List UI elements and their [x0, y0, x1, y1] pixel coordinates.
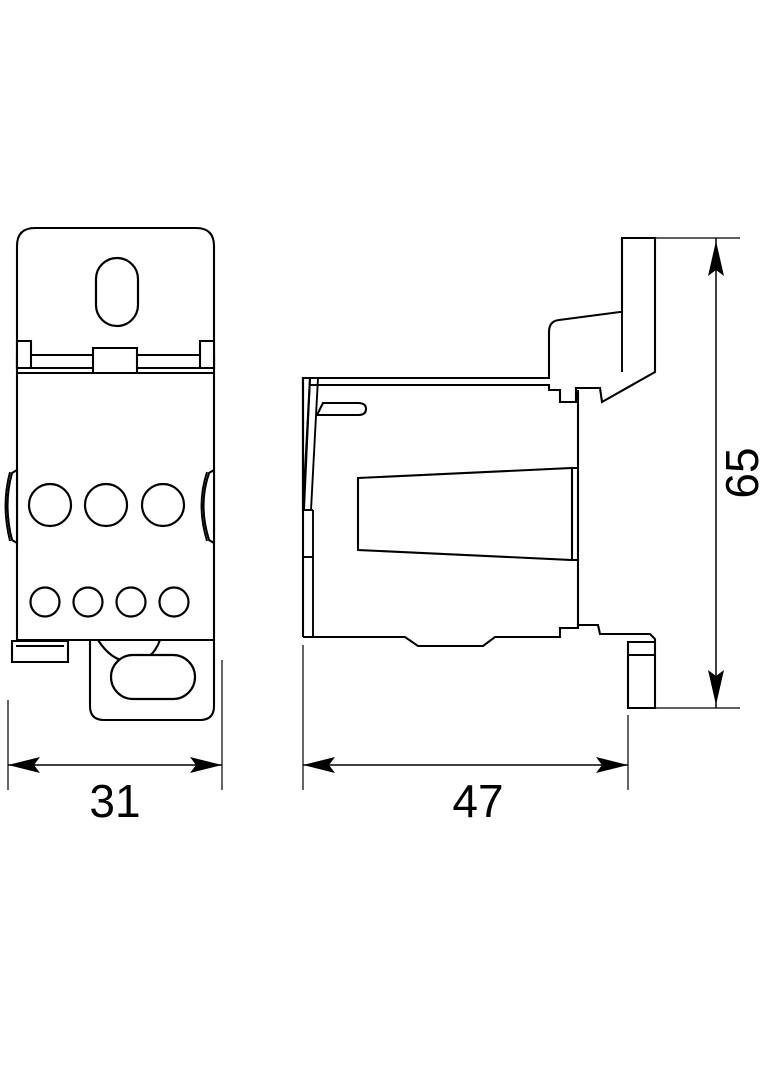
dim-47-value: 47 [452, 775, 503, 827]
terminal-hole-large-2 [83, 482, 129, 528]
dimension-65-group: 65 [636, 237, 768, 709]
side-lateral-pin [315, 401, 368, 417]
right-retaining-tab-inner [200, 471, 208, 542]
dim-31-value: 31 [89, 775, 140, 827]
left-retaining-tab-inner [4, 471, 11, 542]
dimension-31-group: 31 [7, 660, 223, 827]
rail-right-post [198, 339, 216, 370]
terminal-hole-small-4 [158, 586, 190, 618]
dimension-47-group: 47 [302, 645, 629, 827]
rail-left-post [15, 339, 33, 370]
side-body-left-taper-1 [303, 377, 311, 511]
dim-65-arrow-bottom [708, 670, 724, 705]
oval-mounting-slot [94, 256, 140, 328]
terminal-hole-small-1 [29, 586, 61, 618]
dim-31-arrow-left [8, 757, 40, 773]
bottom-left-recess [10, 639, 70, 664]
right-retaining-tab [202, 468, 216, 545]
side-body-left-taper-2 [310, 377, 319, 511]
side-view-group [301, 236, 657, 710]
rail-center-tab [91, 346, 139, 375]
terminal-hole-large-3 [140, 482, 186, 528]
terminal-hole-small-2 [72, 586, 104, 618]
dim-31-arrow-right [190, 757, 222, 773]
left-retaining-tab [6, 468, 19, 545]
front-body-upper-outline [15, 226, 216, 642]
dim-47-arrow-left [303, 757, 335, 773]
terminal-hole-large-1 [27, 482, 73, 528]
side-center-cavity [356, 466, 574, 562]
dim-65-value: 65 [716, 447, 768, 498]
terminal-hole-small-3 [115, 586, 147, 618]
front-view-group [4, 226, 216, 722]
dim-65-arrow-top [708, 241, 724, 276]
side-cavity-right-face [572, 467, 579, 561]
bottom-oval-slot [109, 653, 197, 701]
side-upper-step-profile [301, 236, 657, 404]
dim-47-arrow-right [596, 757, 628, 773]
side-bottom-foot [303, 623, 657, 710]
